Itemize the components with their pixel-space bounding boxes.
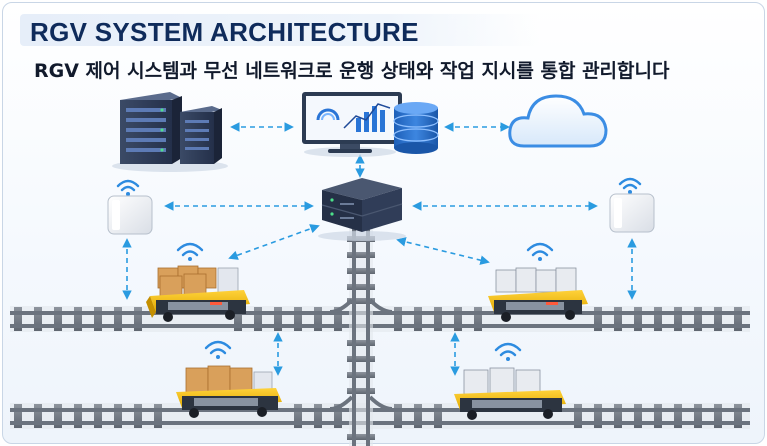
wifi-icon xyxy=(494,342,522,357)
server-rack-icon xyxy=(112,92,228,172)
rgv-vehicle-icon xyxy=(488,242,588,322)
network-switch-icon xyxy=(318,178,406,241)
monitor-dashboard-icon xyxy=(302,92,402,157)
cloud-icon xyxy=(508,94,608,148)
wifi-icon xyxy=(526,242,554,257)
wireless-access-point-left xyxy=(107,179,153,235)
rgv-vehicle-icon xyxy=(176,340,282,418)
rgv-vehicle-icon xyxy=(146,242,250,322)
wifi-icon xyxy=(204,340,232,355)
wireless-access-point-right xyxy=(609,177,655,233)
rgv-vehicle-icon xyxy=(454,342,566,420)
connection-lines xyxy=(122,122,637,376)
database-icon xyxy=(393,102,439,154)
page-subtitle: RGV 제어 시스템과 무선 네트워크로 운행 상태와 작업 지시를 통합 관리… xyxy=(34,60,670,82)
rail-track-lower xyxy=(10,403,750,429)
link-switch-rgv2 xyxy=(396,237,490,265)
page-title: RGV SYSTEM ARCHITECTURE xyxy=(30,17,419,47)
title-banner: RGV SYSTEM ARCHITECTURE xyxy=(20,14,540,47)
wifi-icon xyxy=(176,242,204,257)
wifi-icon xyxy=(116,179,140,192)
wifi-icon xyxy=(618,177,642,190)
link-switch-rgv1 xyxy=(228,224,320,260)
